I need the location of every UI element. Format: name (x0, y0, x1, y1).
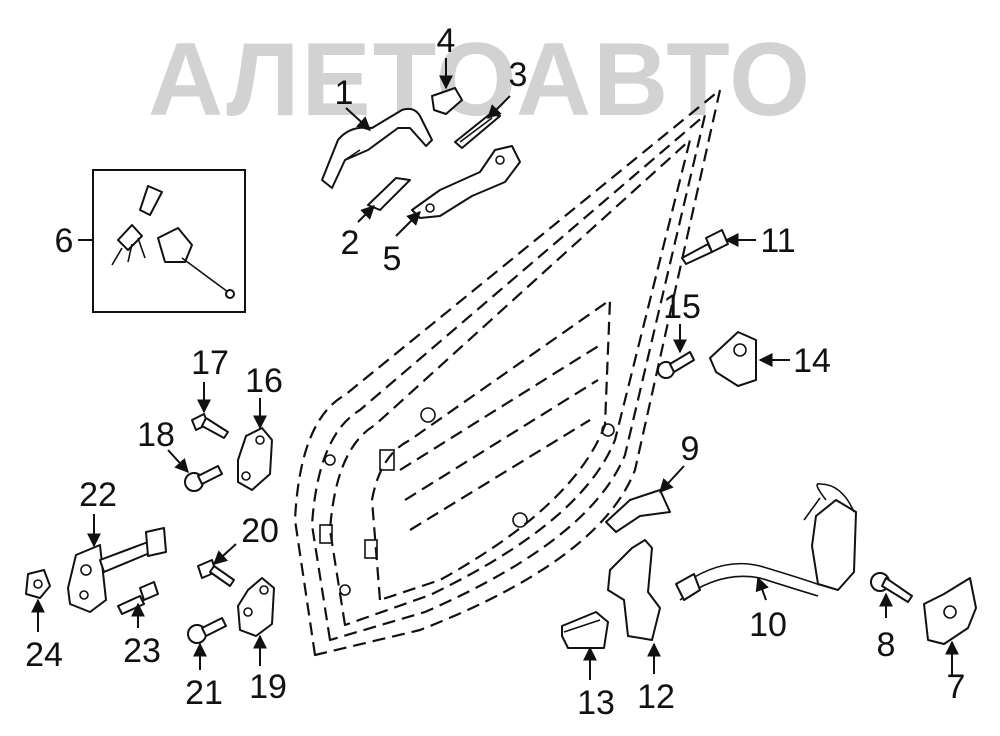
callout-20: 20 (241, 512, 279, 550)
callout-17: 17 (191, 344, 229, 382)
part-1-outside-handle (321, 107, 433, 189)
callout-14: 14 (793, 342, 831, 380)
part-13-block (561, 611, 609, 649)
part-14-striker (709, 331, 757, 387)
watermark-text: АЛЕТОАВТО (148, 22, 812, 138)
part-21-bolt (187, 617, 227, 644)
callout-18: 18 (137, 416, 175, 454)
part-6-key-cylinder-set (92, 169, 246, 313)
part-15-screw (657, 351, 695, 379)
callout-8: 8 (877, 626, 896, 664)
callout-7: 7 (947, 668, 966, 706)
part-12-latch-cover (607, 539, 661, 641)
callout-4: 4 (437, 22, 456, 60)
leader-lines (31, 58, 959, 680)
part-18-bolt (184, 465, 223, 492)
callout-12: 12 (637, 678, 675, 716)
callout-1: 1 (335, 74, 354, 112)
callout-19: 19 (249, 668, 287, 706)
part-8-bolt (870, 572, 913, 603)
part-24-nut (25, 569, 51, 599)
part-7-latch-housing (923, 577, 977, 645)
callout-16: 16 (245, 362, 283, 400)
callout-9: 9 (681, 430, 700, 468)
part-23-bolt (117, 581, 159, 615)
part-20-bolt (197, 559, 235, 587)
part-11-bolt (681, 229, 729, 265)
callout-22: 22 (79, 476, 117, 514)
watermark: АЛЕТОАВТО (148, 22, 812, 138)
callout-11: 11 (760, 222, 795, 260)
part-10-door-latch (675, 483, 857, 601)
callout-3: 3 (509, 56, 528, 94)
callout-24: 24 (25, 636, 63, 674)
callout-15: 15 (663, 288, 701, 326)
door-frame (293, 88, 722, 657)
part-16-upper-hinge (237, 427, 273, 491)
callout-6: 6 (55, 222, 74, 260)
part-5-handle-bracket (411, 145, 521, 219)
part-2-cover (367, 177, 411, 211)
callout-10: 10 (749, 606, 787, 644)
callout-labels: 1 2 3 4 5 6 7 8 9 10 11 12 13 14 15 16 1… (25, 22, 965, 722)
callout-21: 21 (185, 674, 223, 712)
callout-23: 23 (123, 632, 161, 670)
callout-13: 13 (577, 684, 615, 722)
callout-2: 2 (341, 224, 360, 262)
part-22-door-checker (67, 527, 167, 613)
part-17-bolt (191, 413, 229, 439)
part-19-lower-hinge (237, 577, 275, 637)
part-9-bracket (605, 489, 671, 533)
callout-5: 5 (383, 240, 402, 278)
